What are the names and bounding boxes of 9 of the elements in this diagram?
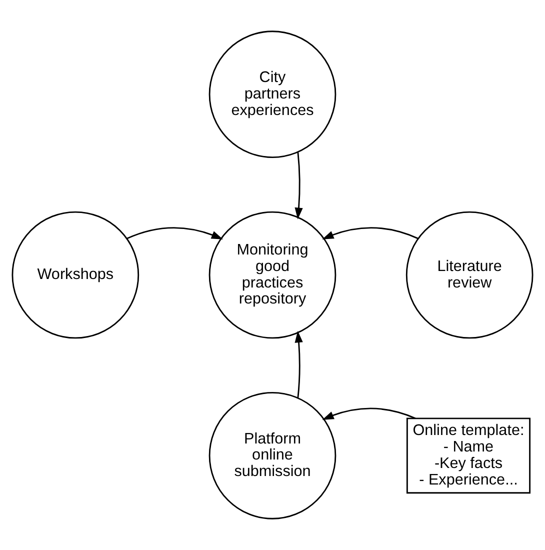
arrow	[126, 227, 224, 240]
node-circle: Literature review	[406, 211, 534, 339]
arrow	[294, 152, 303, 220]
arrow	[294, 330, 303, 398]
arrow	[322, 408, 416, 420]
node-box: Online template: - Name -Key facts - Experience...	[406, 418, 531, 494]
node-circle: City partners experiences	[208, 30, 336, 158]
arrow	[322, 227, 418, 240]
node-circle: Workshops	[12, 211, 140, 339]
